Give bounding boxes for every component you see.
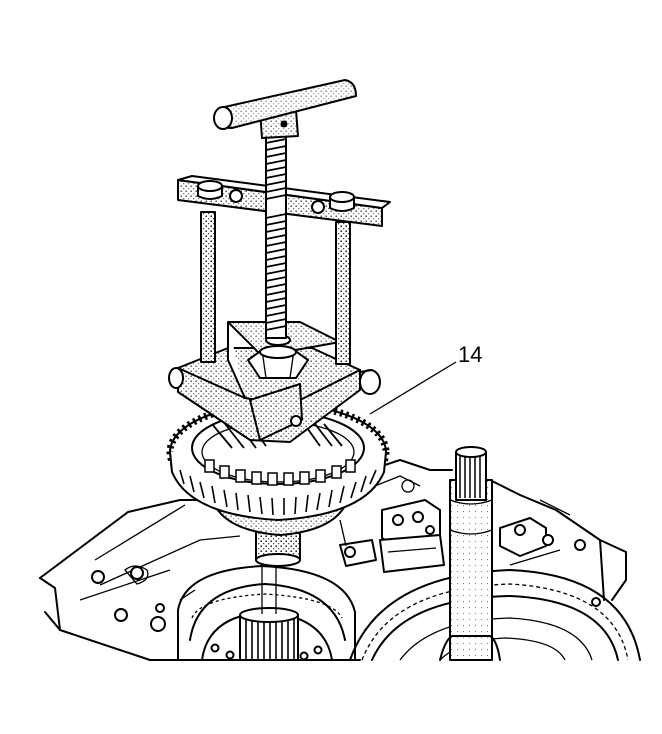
gear-puller-tool (168, 79, 391, 443)
ring-gear (349, 569, 641, 661)
transmission-case (39, 459, 627, 661)
callout-label-14: 14 (458, 342, 482, 367)
output-shaft (439, 446, 501, 661)
clutch-drum (177, 560, 356, 661)
transfer-gear (166, 400, 390, 567)
callout-14: 14 (369, 342, 482, 415)
